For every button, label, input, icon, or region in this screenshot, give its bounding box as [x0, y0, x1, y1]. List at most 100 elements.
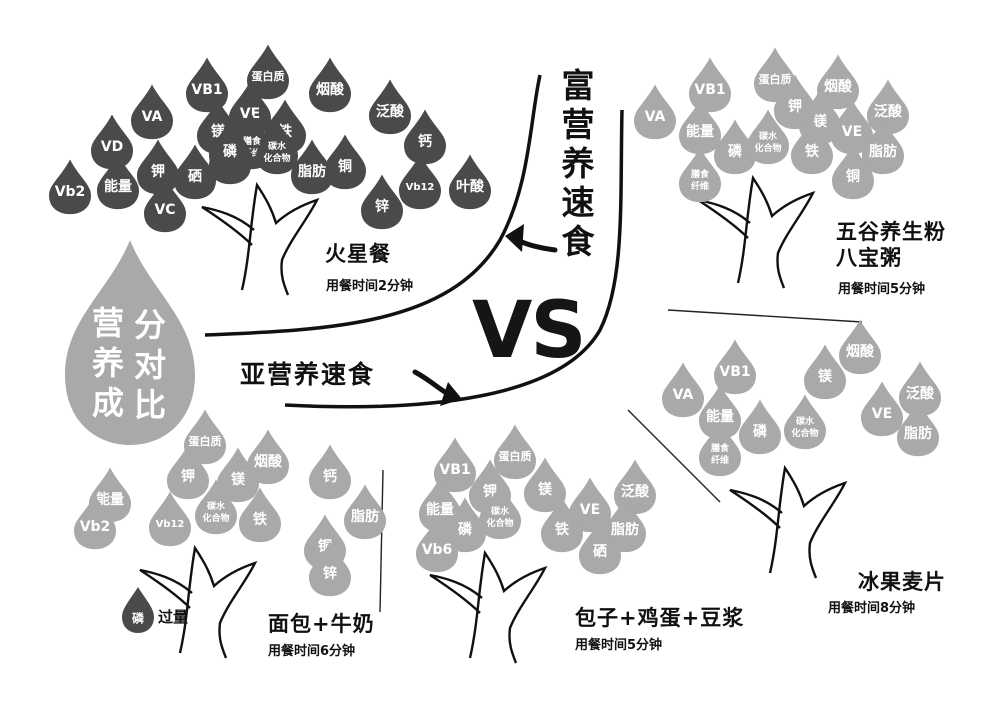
nutrient-label: VD: [101, 139, 123, 155]
nutrient-leaf: 碳水化合物: [195, 479, 237, 535]
nutrient-label: 烟酸: [824, 78, 853, 95]
nutrient-leaf: 蛋白质: [247, 44, 289, 100]
separator-line: [379, 469, 384, 613]
nutrient-label: 泛酸: [874, 103, 903, 120]
nutrient-leaf: 钾: [774, 74, 816, 130]
nutrient-label: 能量: [686, 123, 714, 140]
nutrient-label: 铁: [555, 521, 569, 538]
nutrient-label: 能量: [104, 178, 132, 195]
nutrient-label: 烟酸: [254, 453, 283, 470]
nutrient-leaf: 能量: [419, 477, 461, 533]
nutrient-label: VB1: [191, 82, 222, 98]
nutrient-label: 能量: [426, 501, 454, 518]
nutrient-label: 铁: [805, 143, 819, 160]
svg-text:磷: 磷: [132, 611, 145, 626]
title-char: 营: [91, 304, 124, 342]
nutrient-label: 烟酸: [846, 343, 875, 360]
nutrient-leaf: VD: [91, 114, 133, 170]
nutrient-label: VE: [872, 406, 892, 422]
nutrient-leaf: 碳水化合物: [784, 394, 826, 450]
separator-line: [667, 309, 863, 323]
title-char: 分: [133, 306, 166, 344]
nutrient-leaf: 烟酸: [309, 57, 351, 113]
nutrient-leaf: 硒: [174, 144, 216, 200]
nutrient-label: 镁: [818, 368, 833, 385]
nutrient-leaf: 碳水化合物: [747, 109, 789, 165]
nutrient-leaf: 钾: [137, 139, 179, 195]
nutrient-label: Vb12: [406, 182, 435, 193]
nutrient-leaf: 烟酸: [247, 429, 289, 485]
nutrient-label: VB1: [694, 82, 725, 98]
nutrient-leaf: 蛋白质: [494, 424, 536, 480]
nutrient-leaf: Vb12: [399, 154, 441, 210]
nutrient-leaf: VA: [634, 84, 676, 140]
food-title-bun: 包子+鸡蛋+豆浆: [575, 606, 745, 630]
nutrient-leaf: 铁: [791, 119, 833, 175]
nutrient-label: 能量: [96, 491, 124, 508]
title-char: 成: [91, 384, 124, 422]
nutrient-leaf: 锌: [361, 174, 403, 230]
excess-leaf: 磷: [122, 587, 154, 633]
nutrient-leaf: Vb2: [49, 159, 91, 215]
nutrient-leaf: 泛酸: [867, 79, 909, 135]
nutrient-leaf: 膳食纤维: [699, 421, 741, 477]
nutrient-leaf: 铁: [239, 487, 281, 543]
food-time-hotpot: 用餐时间2分钟: [326, 279, 414, 294]
food-title-grain-2: 八宝粥: [836, 246, 902, 270]
nutrient-label: 钾: [181, 468, 195, 485]
nutrient-leaf: 铜: [832, 144, 874, 200]
nutrient-label: 脂肪: [350, 508, 379, 525]
nutrient-label: 蛋白质: [189, 434, 222, 448]
nutrient-leaf: 磷: [714, 119, 756, 175]
nutrient-leaf: 碳水化合物: [479, 484, 521, 540]
nutrient-label: 膳食纤维: [711, 442, 730, 466]
nutrient-leaf: 膳食纤维: [679, 147, 721, 203]
nutrient-label: 碳水化合物: [202, 500, 229, 524]
nutrient-label: Vb2: [80, 519, 111, 535]
nutrient-label: VE: [842, 124, 862, 140]
nutrient-leaf: VA: [131, 84, 173, 140]
nutrient-label: 蛋白质: [759, 72, 792, 86]
nutrient-leaf: 碳水化合物: [256, 119, 298, 175]
nutrient-label: 叶酸: [456, 178, 485, 195]
nutrient-leaf: VA: [662, 362, 704, 418]
nutrient-leaf: 烟酸: [839, 319, 881, 375]
food-title-grain: 五谷养生粉: [836, 220, 946, 244]
nutrient-label: 蛋白质: [499, 449, 532, 463]
nutrient-leaf: 磷: [739, 399, 781, 455]
food-title-hotpot: 火星餐: [325, 242, 391, 266]
nutrient-label: VB1: [719, 364, 750, 380]
nutrient-leaf: VB1: [186, 57, 228, 113]
nutrient-label: 磷: [728, 143, 743, 160]
nutrient-label: 碳水化合物: [263, 140, 290, 164]
tree-trunk: [729, 464, 848, 579]
nutrient-leaf: VB1: [689, 57, 731, 113]
nutrient-leaf: Vb6: [416, 517, 458, 573]
nutrient-leaf: 锌: [309, 541, 351, 597]
nutrient-leaf: 脂肪: [604, 497, 646, 553]
nutrient-label: 碳水化合物: [791, 415, 818, 439]
nutrient-label: 泛酸: [621, 483, 650, 500]
separator-line: [627, 409, 721, 503]
nutrient-label: 能量: [706, 408, 734, 425]
title-char: 对: [133, 346, 166, 384]
nutrient-leaf: Vb2: [74, 494, 116, 550]
nutrient-label: 磷: [223, 143, 238, 160]
nutrient-label: 铜: [338, 158, 352, 175]
food-time-bread: 用餐时间6分钟: [268, 644, 356, 659]
nutrient-label: 硒: [188, 169, 202, 185]
nutrient-label: Vb6: [422, 542, 453, 558]
nutrient-label: 碳水化合物: [486, 505, 513, 529]
nutrient-label: VA: [142, 109, 163, 125]
title-char: 比: [133, 386, 166, 424]
tree-trunk: [139, 544, 258, 659]
nutrient-leaf: VE: [229, 81, 271, 137]
nutrient-label: 锌: [375, 198, 389, 215]
sub-food-label: 亚营养速食: [240, 360, 376, 389]
nutrient-label: VE: [240, 106, 260, 122]
food-title-bread: 面包+牛奶: [268, 612, 375, 636]
nutrient-label: 烟酸: [316, 81, 345, 98]
nutrient-leaf: 钙: [309, 444, 351, 500]
food-title-cereal: 冰果麦片: [858, 570, 946, 594]
